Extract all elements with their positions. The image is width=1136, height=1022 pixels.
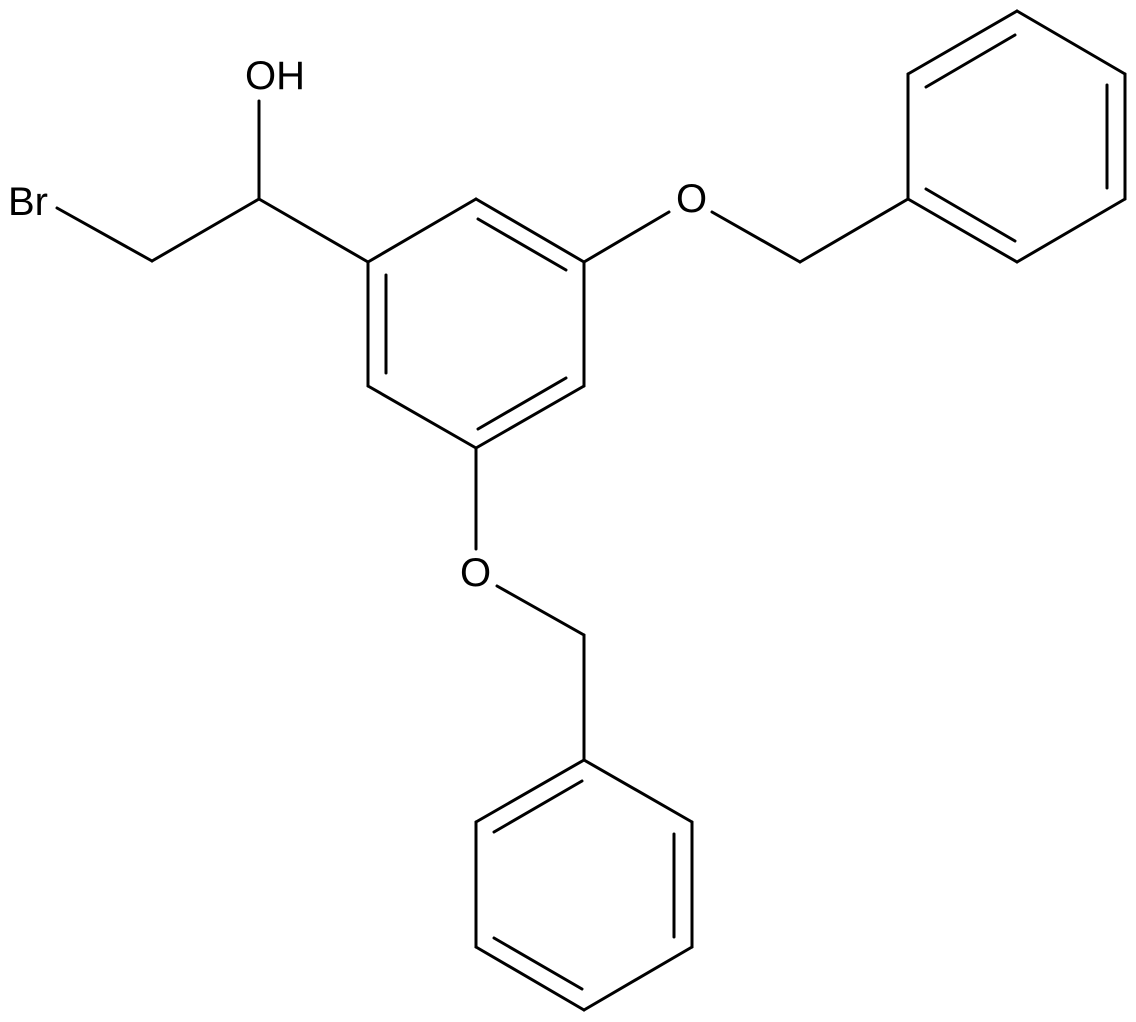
upper-ring-bond [906, 197, 1019, 264]
ether-oxygen-upper-label: O [676, 177, 707, 221]
lower-ring-double-bond [492, 936, 584, 991]
bond-ch2-phenyl-upper [798, 197, 910, 264]
bond-o-ch2-lower [495, 584, 586, 637]
central-ring-double-bond [476, 217, 568, 272]
central-ring-bond [366, 197, 478, 264]
central-ring-bond [474, 197, 586, 264]
lower-ring-bond [582, 758, 694, 824]
central-ring-bond [366, 384, 478, 450]
upper-ring-double-bond [924, 187, 1017, 243]
upper-ring-bond [1015, 9, 1127, 76]
bond-choh-ring [257, 197, 370, 264]
side-chain-bonds [55, 99, 370, 264]
central-ring-bond [474, 384, 586, 450]
bond-ch2-choh [150, 197, 261, 263]
bond-br-ch2 [55, 206, 154, 263]
lower-phenyl-ring [474, 758, 694, 1012]
bromine-label: Br [8, 180, 48, 224]
central-ring-double-bond [476, 376, 568, 431]
hydroxyl-label: OH [245, 54, 305, 98]
ether-oxygen-lower-label: O [460, 551, 491, 595]
bond-ring-o-upper [582, 210, 671, 264]
upper-benzyloxy-bonds [582, 197, 910, 264]
lower-ring-bond [474, 758, 586, 824]
lower-benzyloxy-bonds [474, 446, 586, 762]
lower-ring-double-bond [492, 779, 584, 834]
lower-ring-bond [582, 945, 694, 1012]
lower-ring-bond [474, 945, 586, 1012]
central-ring [366, 197, 586, 450]
upper-ring-bond [906, 9, 1019, 76]
upper-ring-double-bond [924, 33, 1017, 89]
upper-ring-bond [1015, 197, 1127, 264]
upper-phenyl-ring [906, 9, 1127, 264]
bond-o-ch2-upper [710, 210, 802, 264]
